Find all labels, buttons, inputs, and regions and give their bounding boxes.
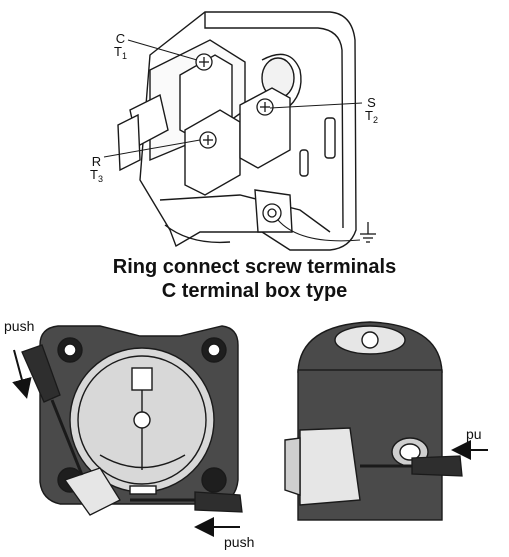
label-s-terminal: T2 <box>365 108 378 125</box>
screw-icon <box>199 131 217 149</box>
label-r: R T3 <box>90 155 103 186</box>
ground-icon <box>360 222 376 243</box>
label-s: S T2 <box>365 96 378 127</box>
connector-plug <box>63 467 121 516</box>
arrow-icon <box>12 349 32 399</box>
label-c-letter: C <box>115 31 126 46</box>
screw-icon <box>195 53 213 71</box>
screw-icon <box>256 98 274 116</box>
push-label-left-bottom: push <box>224 534 255 550</box>
compressor-side-view <box>284 321 443 521</box>
label-c: C T1 <box>114 32 127 63</box>
terminal-box-top-view <box>39 325 239 505</box>
caption-line-1: Ring connect screw terminals <box>112 256 397 278</box>
screwdriver-icon <box>21 344 84 476</box>
ground-screw <box>262 203 282 223</box>
label-c-terminal: T1 <box>114 44 127 61</box>
label-r-terminal: T3 <box>90 167 103 184</box>
label-r-letter: R <box>91 154 102 169</box>
terminal-box-drawing <box>117 11 357 251</box>
screwdriver-icon <box>130 491 243 513</box>
push-label-right: pu <box>466 426 482 442</box>
screwdriver-icon <box>360 455 463 477</box>
caption-line-2: C terminal box type <box>161 280 348 302</box>
leader-lines <box>103 39 363 242</box>
push-label-left-top: push <box>4 318 35 334</box>
label-s-letter: S <box>367 95 376 110</box>
